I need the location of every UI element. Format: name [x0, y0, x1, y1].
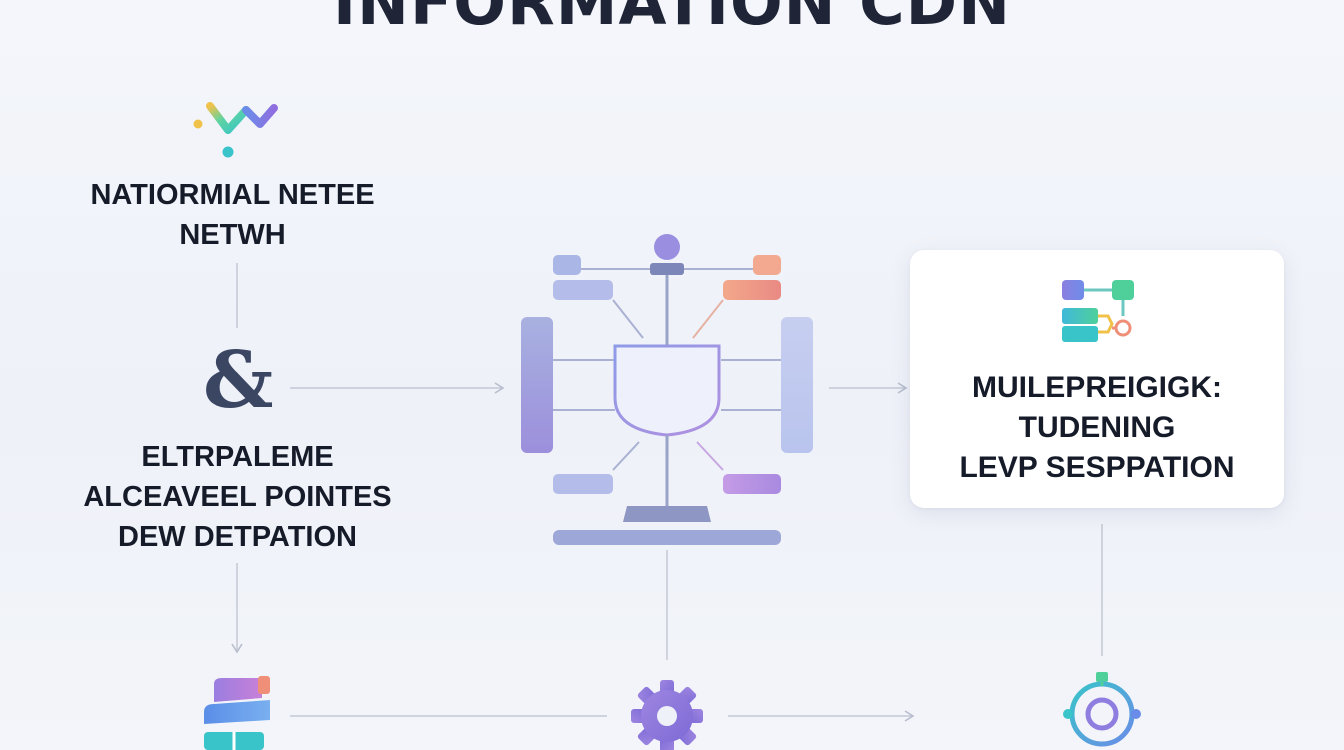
- info-card: MUILEPREIGIGK: TUDENING LEVP SESPPATION: [910, 250, 1284, 508]
- mid-left-label-line-1: ELTRPALEME: [141, 441, 334, 473]
- top-left-label: NATIORMIAL NETEE NETWH: [55, 175, 410, 255]
- mid-left-label-line-3: DEW DETPATION: [118, 521, 357, 553]
- diagram-title: INFORMATION CDN: [332, 0, 1012, 39]
- card-label-line-3: LEVP SESPPATION: [959, 451, 1235, 484]
- card-label-line-2: TUDENING: [1018, 411, 1176, 444]
- ampersand-glyph: &: [203, 335, 274, 426]
- top-left-label-line-1: NATIORMIAL NETEE: [90, 179, 375, 211]
- mid-left-label-line-2: ALCEAVEEL POINTES: [83, 481, 392, 513]
- target-node-icon: [1062, 672, 1142, 750]
- card-label-line-1: MUILEPREIGIGK:: [971, 371, 1222, 404]
- gear-icon: [628, 677, 706, 750]
- network-hub-icon: [515, 230, 820, 550]
- logo-chevron-icon: [190, 100, 282, 162]
- mid-left-label: ELTRPALEME ALCEAVEEL POINTES DEW DETPATI…: [40, 437, 435, 557]
- card-label: MUILEPREIGIGK: TUDENING LEVP SESPPATION: [910, 368, 1284, 488]
- flow-blocks-icon: [1060, 278, 1140, 348]
- stacked-layers-icon: [200, 676, 276, 750]
- top-left-label-line-2: NETWH: [179, 219, 286, 251]
